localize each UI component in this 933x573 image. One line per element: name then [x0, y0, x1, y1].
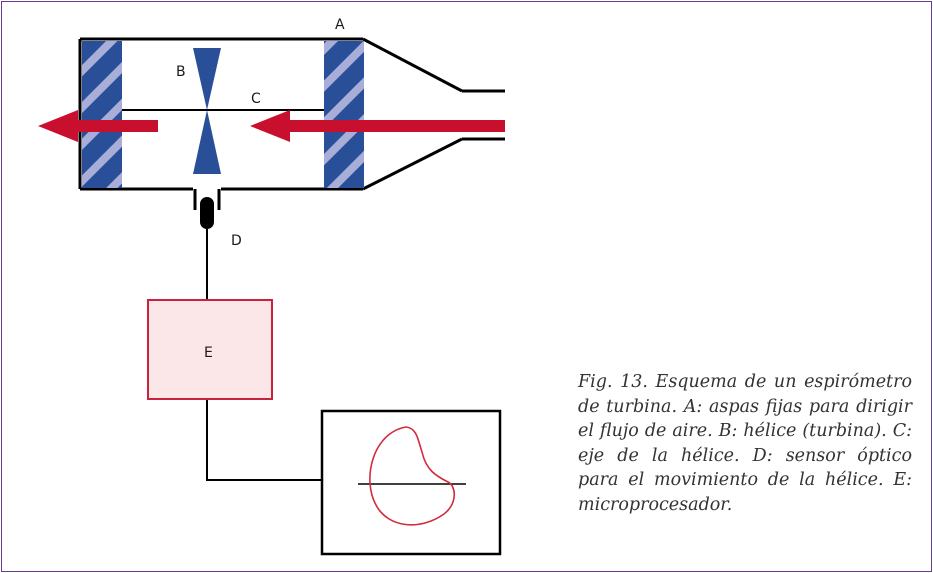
label-d: D — [231, 233, 242, 249]
fixed-vane-right — [324, 41, 364, 188]
propeller-blade-top — [193, 48, 221, 110]
airflow-arrow-in — [250, 110, 505, 142]
display-box — [320, 409, 502, 556]
figure-caption: Fig. 13. Esquema de un espiróme­tro de t… — [578, 372, 912, 515]
flow-volume-curve — [369, 426, 456, 526]
fixed-vane-left — [82, 41, 122, 188]
microprocessor-box — [147, 299, 273, 400]
optical-sensor — [193, 189, 221, 229]
airflow-arrow-out — [38, 110, 158, 142]
label-e: E — [204, 345, 213, 361]
propeller-blade-bottom — [193, 110, 221, 174]
label-a: A — [335, 17, 345, 33]
turbine-housing — [78, 37, 505, 191]
label-b: B — [176, 64, 186, 80]
label-c: C — [251, 91, 261, 107]
wire-processor-to-display — [206, 399, 322, 481]
